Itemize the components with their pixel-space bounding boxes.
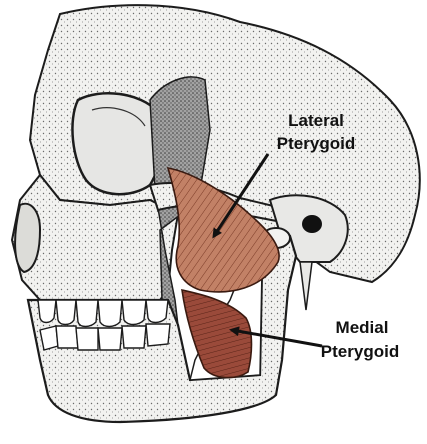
medial-label-line1: Medial bbox=[322, 318, 402, 338]
ear-canal bbox=[302, 215, 322, 233]
lower-teeth bbox=[40, 324, 170, 350]
medial-label-line2: Pterygoid bbox=[306, 342, 414, 362]
lateral-label-line2: Pterygoid bbox=[262, 134, 370, 154]
lateral-label-line1: Lateral bbox=[268, 111, 364, 131]
styloid-process bbox=[300, 262, 312, 310]
